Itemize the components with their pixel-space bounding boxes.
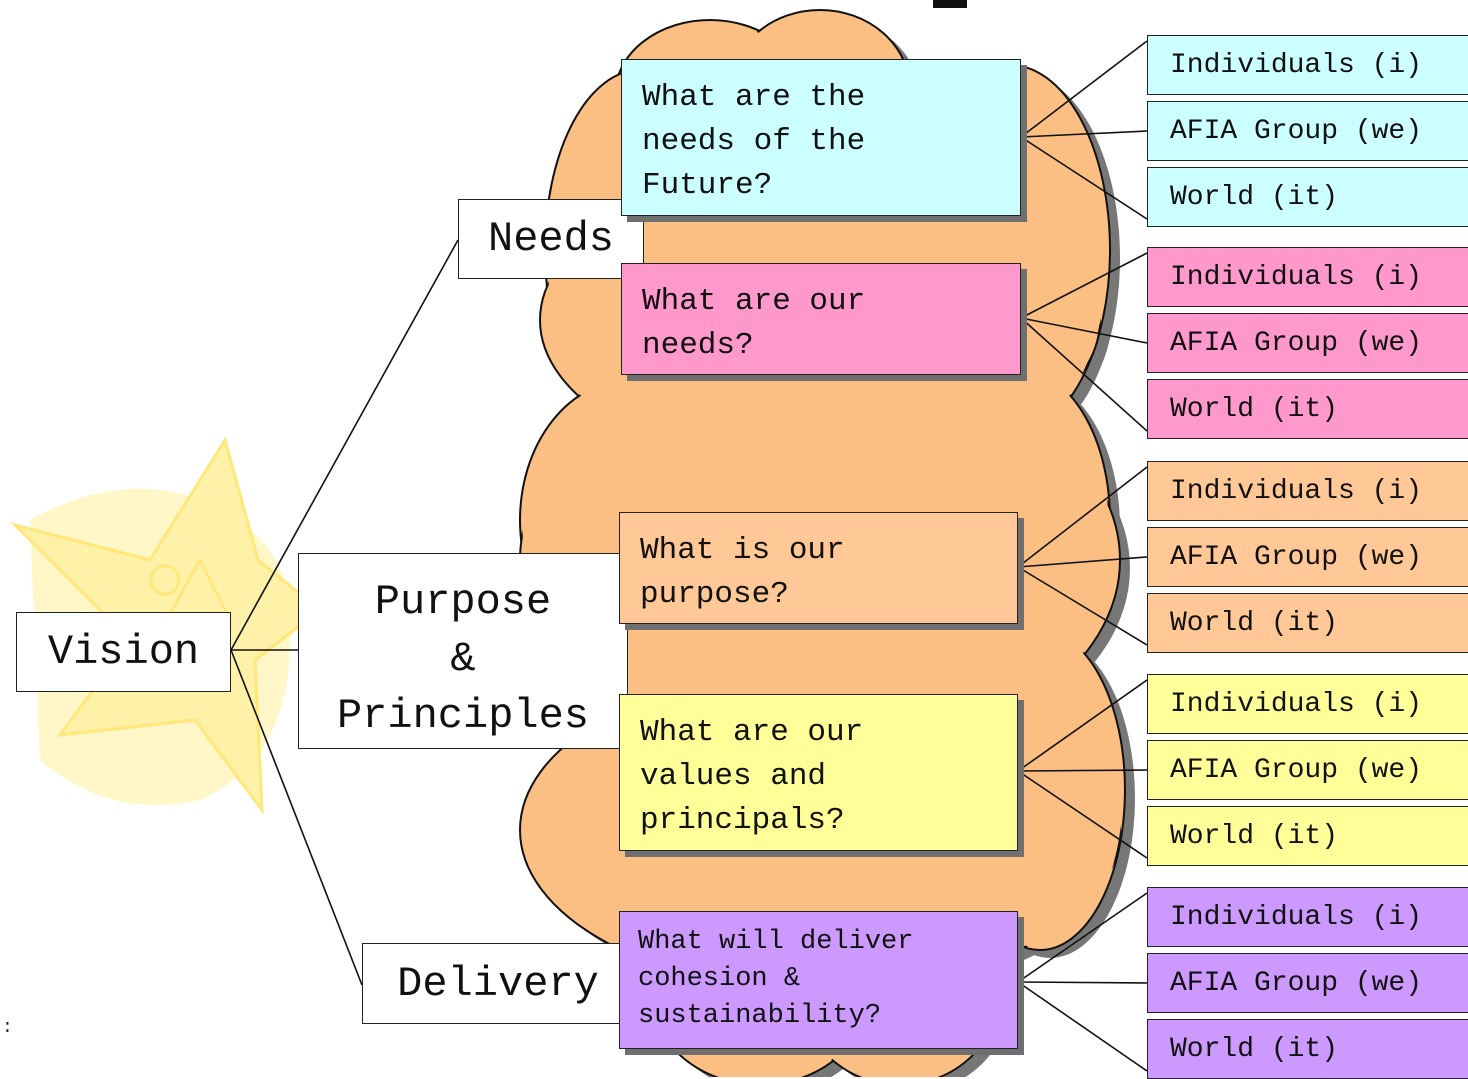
connector-line xyxy=(1017,466,1148,568)
connector-line xyxy=(1017,770,1148,859)
connector-line xyxy=(1017,679,1148,772)
question-our-needs: What are our needs? xyxy=(621,263,1021,375)
leaf-values-world: World (it) xyxy=(1147,806,1468,866)
leaf-needs-future-world: World (it) xyxy=(1147,167,1468,227)
connector-line xyxy=(230,239,459,651)
question-needs-of-future: What are the needs of the Future? xyxy=(621,59,1021,216)
question-our-purpose: What is our purpose? xyxy=(619,512,1018,624)
stray-mark: : xyxy=(2,1018,13,1038)
connector-line xyxy=(1017,981,1148,984)
connector-line xyxy=(1017,769,1148,772)
title-fragment xyxy=(933,0,967,8)
leaf-needs-ours-world: World (it) xyxy=(1147,379,1468,439)
connector-line xyxy=(1017,981,1148,1072)
leaf-purpose-afia-group: AFIA Group (we) xyxy=(1147,527,1468,587)
connector-line xyxy=(1017,566,1148,646)
leaf-values-individuals: Individuals (i) xyxy=(1147,674,1468,734)
leaf-needs-future-individuals: Individuals (i) xyxy=(1147,35,1468,95)
leaf-delivery-afia-group: AFIA Group (we) xyxy=(1147,953,1468,1013)
leaf-values-afia-group: AFIA Group (we) xyxy=(1147,740,1468,800)
connector-line xyxy=(1020,40,1148,138)
connector-line xyxy=(1020,252,1148,319)
question-cohesion-sustainability: What will deliver cohesion & sustainabil… xyxy=(619,911,1018,1049)
vision-node: Vision xyxy=(16,612,231,692)
purpose-principles-node: Purpose & Principles xyxy=(298,553,628,749)
needs-node: Needs xyxy=(458,199,644,279)
connector-line xyxy=(1020,317,1148,344)
connector-lines xyxy=(230,40,1148,1072)
connector-line xyxy=(1017,892,1148,983)
connector-line xyxy=(230,649,363,986)
connector-line xyxy=(1017,556,1148,568)
question-values-principals: What are our values and principals? xyxy=(619,694,1018,851)
delivery-node: Delivery xyxy=(362,943,634,1024)
leaf-delivery-individuals: Individuals (i) xyxy=(1147,887,1468,947)
leaf-purpose-world: World (it) xyxy=(1147,593,1468,653)
connector-line xyxy=(1020,317,1148,432)
connector-line xyxy=(1020,136,1148,220)
leaf-delivery-world: World (it) xyxy=(1147,1019,1468,1079)
leaf-needs-ours-individuals: Individuals (i) xyxy=(1147,247,1468,307)
leaf-needs-future-afia-group: AFIA Group (we) xyxy=(1147,101,1468,161)
leaf-purpose-individuals: Individuals (i) xyxy=(1147,461,1468,521)
leaf-needs-ours-afia-group: AFIA Group (we) xyxy=(1147,313,1468,373)
connector-line xyxy=(1020,130,1148,138)
